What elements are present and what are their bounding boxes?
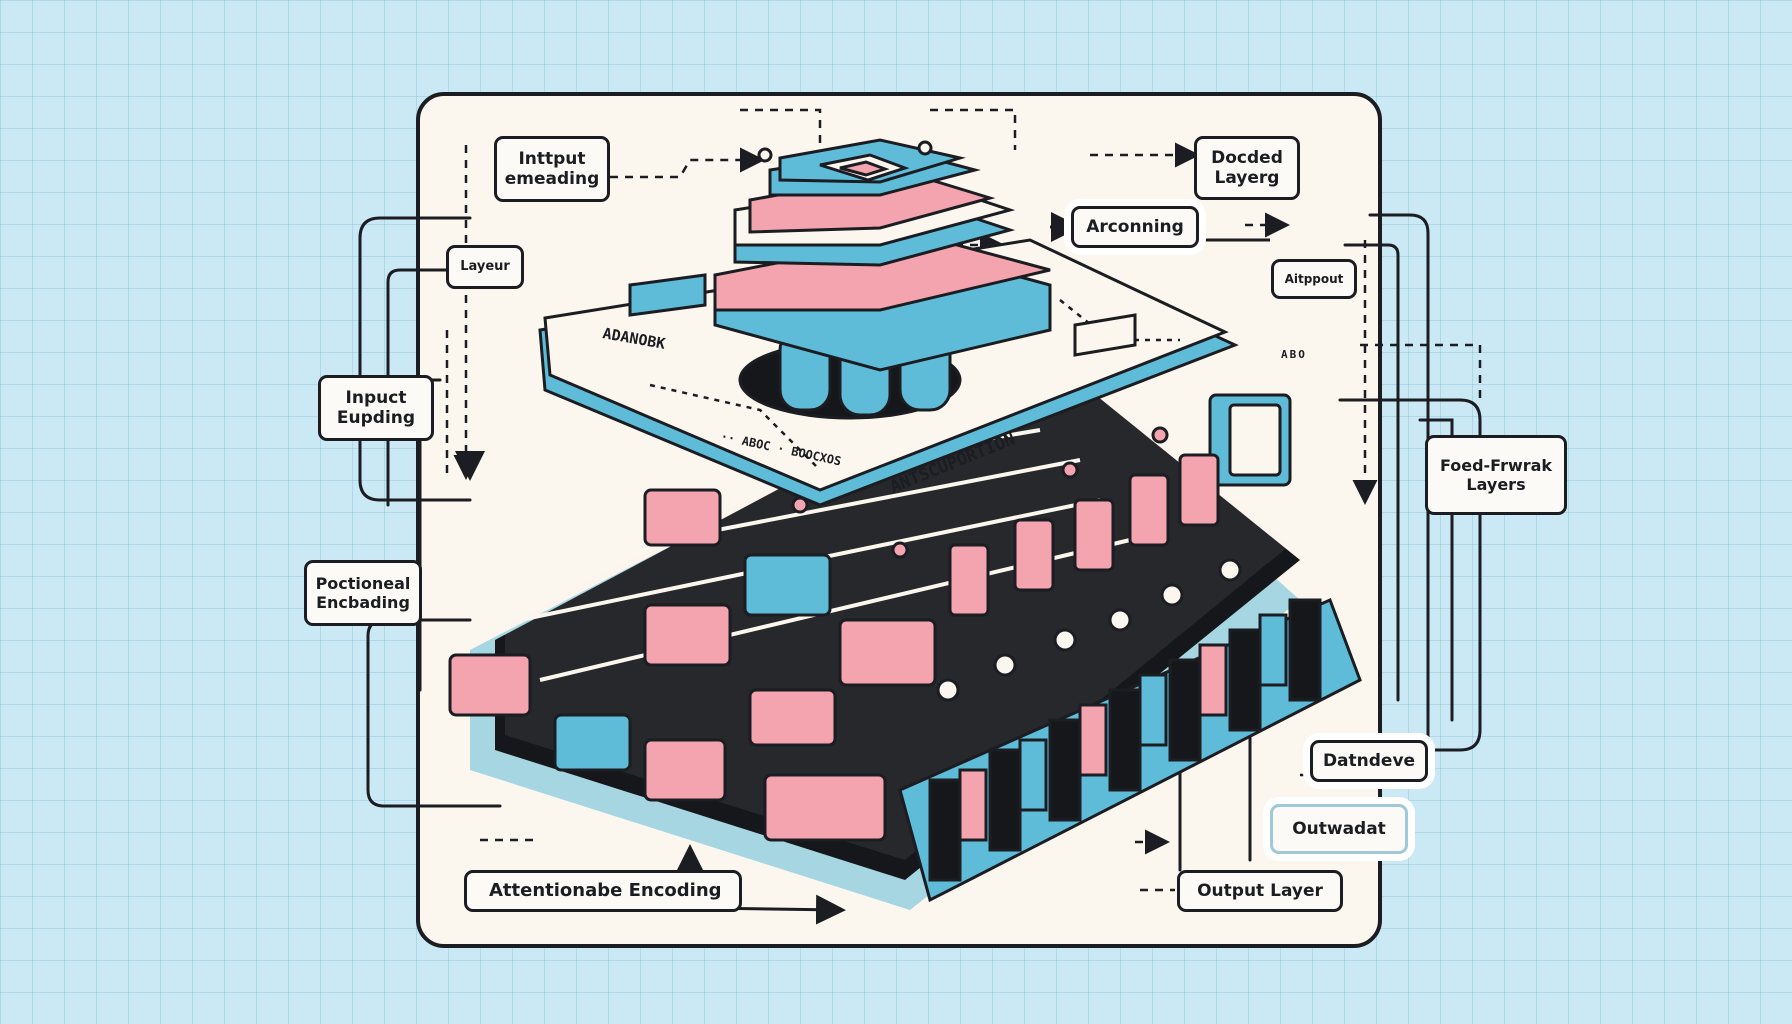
label-arconning: Arconning xyxy=(1071,206,1199,248)
label-layer-small: Layeur xyxy=(446,245,524,289)
label-aitput: Aitppout xyxy=(1271,259,1357,299)
comb-plates xyxy=(898,597,1362,903)
label-datndeve: Datndeve xyxy=(1310,740,1428,782)
label-output-layer: Output Layer xyxy=(1177,870,1343,912)
label-input-eupding: Inpuct Eupding xyxy=(318,375,434,441)
module-blocks xyxy=(448,393,1292,842)
peg-columns xyxy=(791,426,1242,702)
central-stack xyxy=(713,138,1052,420)
label-outwadat: Outwadat xyxy=(1270,804,1408,854)
small-caption: ABO xyxy=(1281,348,1307,361)
label-positional-encoding: Poctioneal Encbading xyxy=(304,560,422,626)
platform-panels xyxy=(628,273,1137,357)
label-attention-encoding: Attentionabe Encoding xyxy=(464,870,742,912)
label-decoded-layers: Docded Layerg xyxy=(1194,136,1300,200)
label-feed-forward-layers: Foed-Frwrak Layers xyxy=(1425,435,1567,515)
label-input-embedding-top: Inttput emeading xyxy=(494,136,610,202)
